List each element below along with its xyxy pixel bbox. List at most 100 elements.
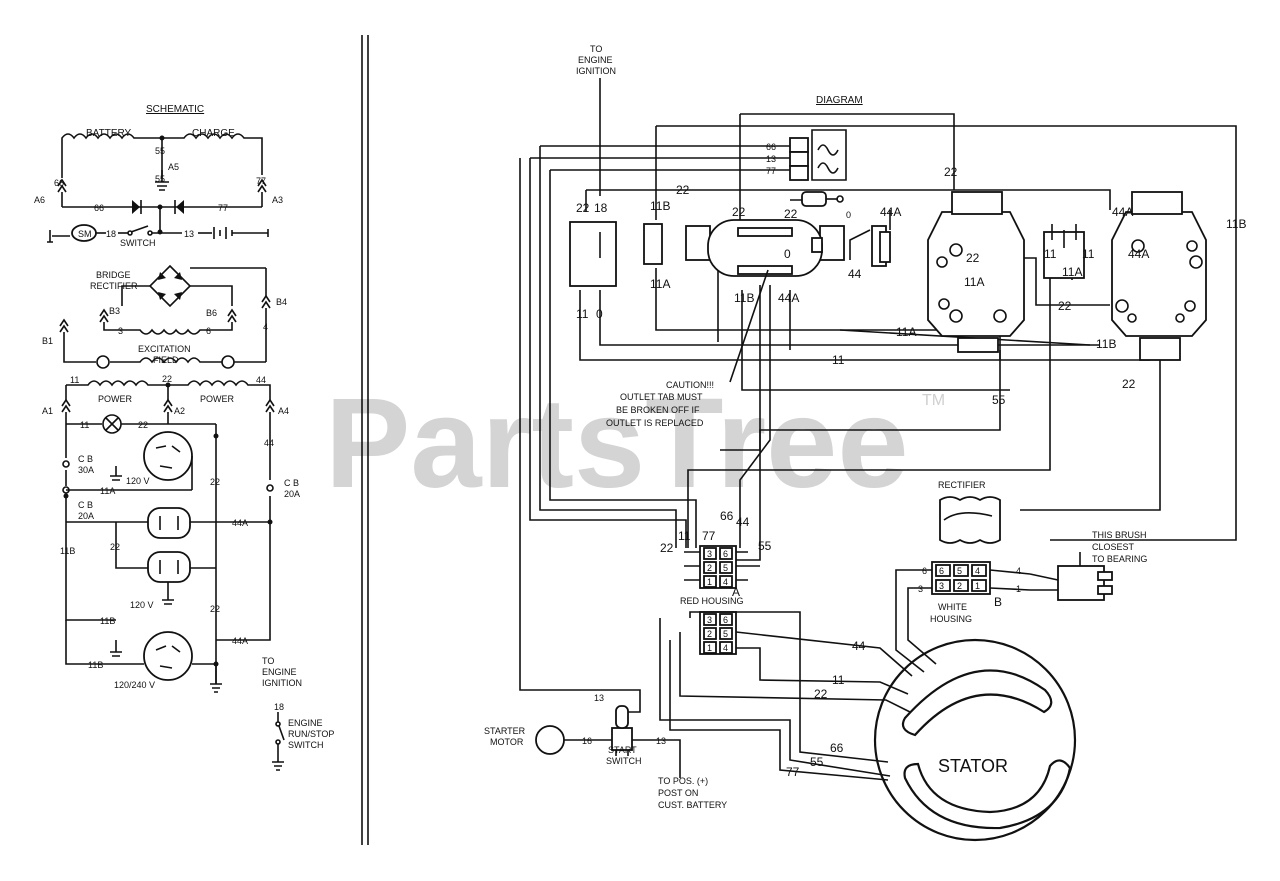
schematic-wire-55a: 55 (155, 146, 165, 156)
diagram-start-switch-2: SWITCH (606, 756, 642, 766)
diagram-red-housing-b-pin-4: 5 (723, 629, 728, 639)
diagram-wire-11B-d: 11B (1096, 337, 1116, 351)
diagram-starter-motor-2: MOTOR (490, 737, 524, 747)
diagram-rectifier (939, 496, 1001, 544)
diagram-red-housing-b-pin-6: 4 (723, 643, 728, 653)
diagram-receptacle-a (927, 191, 1025, 353)
diagram-starter-motor (535, 725, 612, 755)
diagram-red-housing-b-pin-2: 6 (723, 615, 728, 625)
diagram-wire-11-d: 11 (832, 353, 845, 367)
schematic-wire-18: 18 (106, 229, 116, 239)
schematic-wire-3: 3 (118, 326, 123, 336)
diagram-wire-1: 1 (1016, 584, 1021, 594)
diagram-wire-13: 13 (766, 154, 776, 164)
schematic-run-stop-switch (272, 712, 285, 771)
diagram-wire-22c: 22 (576, 201, 590, 215)
diagram-red-housing-pin-4: 5 (723, 563, 728, 573)
schematic-wire-77b: 77 (218, 203, 228, 213)
diagram-to-engine-1: TO (590, 44, 602, 54)
diagram-rectifier-label: RECTIFIER (938, 480, 986, 490)
diagram-wire-22a: 22 (944, 165, 958, 179)
schematic-wire-66b: 66 (94, 203, 104, 213)
schematic-wire-44A-b: 44A (232, 636, 248, 646)
diagram-stator (873, 638, 1077, 842)
diagram-white-housing (910, 561, 1031, 595)
schematic-runstop-3: SWITCH (288, 740, 324, 750)
diagram-wire-22h: 22 (1122, 377, 1136, 391)
diagram-wire-55c: 55 (810, 755, 824, 769)
schematic-wire-a4: A4 (278, 406, 289, 416)
diagram-wire-11B-b: 11B (1226, 217, 1246, 231)
diagram-to-engine-3: IGNITION (576, 66, 616, 76)
diagram-wire-11-b: 11 (1044, 247, 1057, 261)
schematic-power-right: POWER (200, 394, 235, 404)
watermark-text: PartsTree (325, 372, 909, 515)
diagram-wire-44A-b: 44A (1112, 205, 1133, 219)
schematic-wire-55b: 55 (155, 174, 165, 184)
diagram-wire-11A-b: 11A (896, 325, 916, 339)
schematic-engine-ignition-2: ENGINE (262, 667, 297, 677)
diagram-red-housing-label: RED HOUSING (680, 596, 744, 606)
schematic-wire-a6: A6 (34, 195, 45, 205)
diagram-wire-11A-a: 11A (650, 277, 670, 291)
diagram-wire-0c: 0 (596, 307, 603, 321)
schematic-cb20b-label: C B (78, 500, 93, 510)
schematic-wire-a2: A2 (174, 406, 185, 416)
diagram-battery-2: POST ON (658, 788, 698, 798)
diagram-stator-label: STATOR (938, 756, 1008, 776)
schematic-wire-18b: 18 (274, 702, 284, 712)
diagram-wire-11-e: 11 (678, 529, 691, 543)
schematic-cb30-label: C B (78, 454, 93, 464)
diagram-battery-3: CUST. BATTERY (658, 800, 727, 810)
watermark-trademark: TM (922, 392, 945, 409)
diagram-wire-11-f: 11 (832, 673, 845, 687)
schematic-engine-ignition-1: TO (262, 656, 274, 666)
schematic-wire-44A: 44A (232, 518, 248, 528)
schematic-cb20b-rating: 20A (78, 511, 94, 521)
diagram-brush-3: TO BEARING (1092, 554, 1147, 564)
diagram-wire-11A-c: 11A (964, 275, 984, 289)
schematic-charge-label: CHARGE (192, 128, 235, 139)
diagram-wire-16: 16 (582, 736, 592, 746)
diagram-wire-66c: 66 (830, 741, 844, 755)
schematic-charge-circuit (57, 133, 267, 235)
diagram-red-housing-pin-5: 1 (707, 577, 712, 587)
diagram-white-housing-2: HOUSING (930, 614, 972, 624)
diagram-white-housing-pin-2: 5 (957, 566, 962, 576)
diagram-fuse-holder (643, 223, 663, 265)
schematic-wire-b3: B3 (109, 306, 120, 316)
schematic-wire-b1: B1 (42, 336, 53, 346)
diagram-white-housing-pin-3: 4 (975, 566, 980, 576)
diagram-wire-44A-d: 44A (1128, 247, 1149, 261)
diagram-red-housing-pin-2: 6 (723, 549, 728, 559)
schematic-wire-4: 4 (263, 322, 268, 332)
diagram-red-housing-pin-1: 3 (707, 549, 712, 559)
schematic-wire-66: 66 (54, 178, 64, 188)
diagram-caution-3: BE BROKEN OFF IF (616, 405, 700, 415)
diagram-caution-1: CAUTION!!! (666, 380, 714, 390)
diagram-connector-block-top (789, 129, 847, 181)
diagram-wire-0b: 0 (784, 247, 791, 261)
schematic-excitation-label-1: EXCITATION (138, 344, 191, 354)
schematic-wire-11A: 11A (100, 486, 115, 496)
diagram-caution-2: OUTLET TAB MUST (620, 392, 703, 402)
diagram-white-housing-pin-1: 6 (939, 566, 944, 576)
diagram-caution-arrow (729, 269, 769, 383)
diagram-wire-11-c: 11 (1082, 247, 1095, 261)
diagram-wire-0a: 0 (846, 210, 851, 220)
diagram-white-housing-pin-5: 2 (957, 581, 962, 591)
diagram-white-housing-1: WHITE (938, 602, 967, 612)
diagram-caution-4: OUTLET IS REPLACED (606, 418, 704, 428)
diagram-diode-small (801, 191, 844, 207)
diagram-red-housing-b (699, 611, 737, 655)
schematic-120v-a: 120 V (126, 476, 150, 486)
diagram-wire-44a: 44 (848, 267, 862, 281)
diagram-wire-77b: 77 (702, 529, 716, 543)
schematic-cb20a-rating: 20A (284, 489, 300, 499)
diagram-harness-wires (519, 78, 1237, 691)
schematic-excitation-circuit (59, 264, 271, 369)
schematic-wire-22e: 22 (210, 604, 220, 614)
diagram-brush-holder (1029, 552, 1113, 601)
schematic-wire-44: 44 (264, 438, 274, 448)
diagram-wire-13c: 13 (656, 736, 666, 746)
